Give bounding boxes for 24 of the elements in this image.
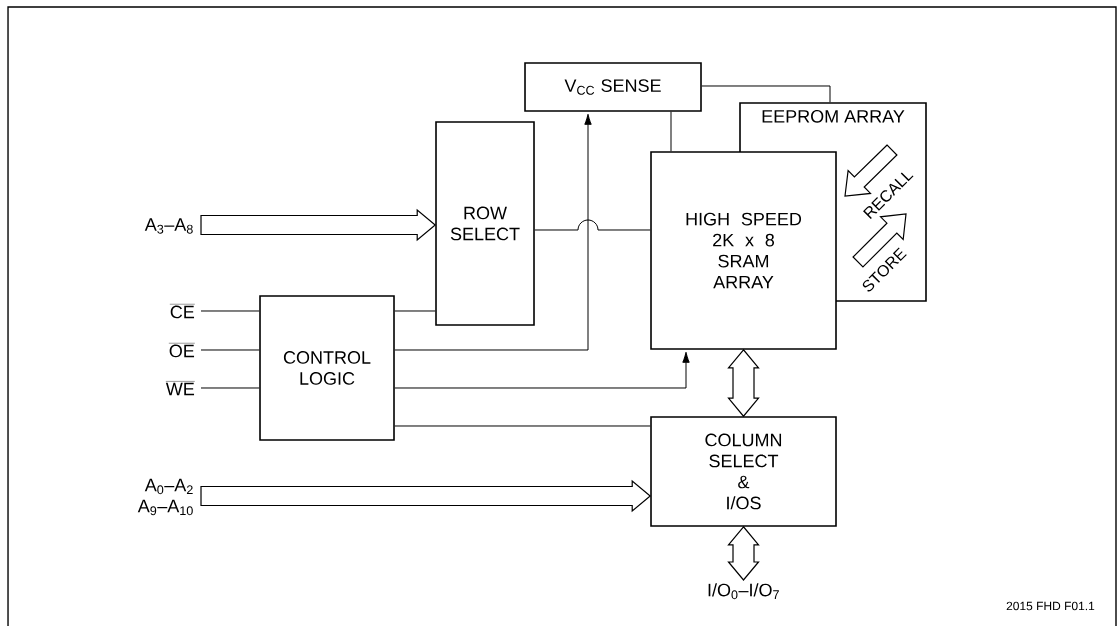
signal-line [534,219,651,231]
signal-line [394,310,436,312]
signal-line [200,387,260,389]
signal-line [670,111,672,152]
signal-label: $\overline{\mbox{OE}}$ [168,343,195,358]
signal-line [200,310,260,312]
block-box: CONTROL LOGIC [259,295,395,441]
block-box: V$_{CC}$ SENSE [524,62,702,112]
block-box: HIGH SPEED 2K x 8 SRAM ARRAY [650,151,837,350]
signal-line [200,349,260,351]
signal-arrow [394,113,592,351]
block-box: COLUMN SELECT & I/OS [650,416,837,527]
bus-arrow [200,479,652,513]
signal-label: $\overline{\mbox{WE}}$ [165,381,195,396]
signal-arrow [394,351,690,389]
figure-code: 2015 FHD F01.1 [1006,601,1095,611]
signal-label: A$_{0}$–A$_{2}$ A$_{9}$–A$_{10}$ [137,478,193,516]
signal-label: A$_{3}$–A$_{8}$ [144,218,193,234]
bus-arrow [200,208,437,242]
signal-line [394,425,651,427]
block-box: ROW SELECT [435,121,535,326]
signal-line [701,85,831,103]
signal-label: $\overline{\mbox{CE}}$ [169,304,195,319]
signal-label: I/O$_{0}$–I/O$_{7}$ [708,583,779,600]
